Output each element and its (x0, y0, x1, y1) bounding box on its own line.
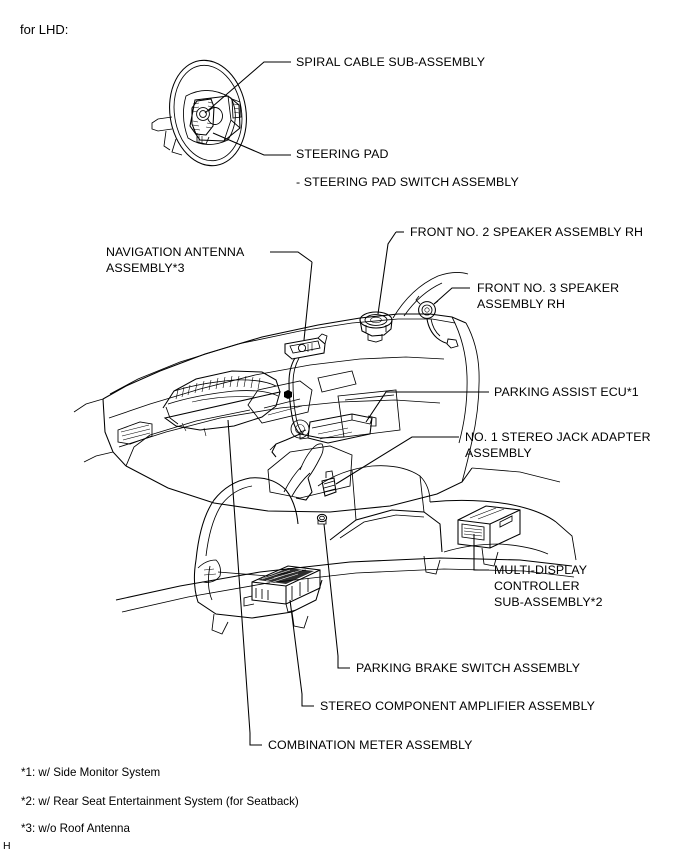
label-front-no-2-speaker-assembly-rh: FRONT NO. 2 SPEAKER ASSEMBLY RH (410, 225, 644, 239)
leader-front-no3-speaker (433, 287, 470, 305)
leader-parking-brake-switch (323, 523, 350, 669)
footnote-2: *2: w/ Rear Seat Entertainment System (f… (21, 795, 299, 808)
leader-stereo-jack-adapter (335, 436, 459, 485)
label-front-no-3-speaker-assembly-rh-line2: ASSEMBLY RH (477, 297, 566, 311)
label-navigation-antenna-assembly-line1: NAVIGATION ANTENNA (106, 245, 245, 259)
leader-stereo-amplifier (289, 599, 314, 707)
instrument-panel-illustration (73, 271, 577, 635)
stereo-amplifier-part (243, 565, 321, 613)
leader-spiral-cable (204, 61, 291, 114)
page-title: for LHD: (20, 22, 69, 37)
multi-display-controller-part (457, 505, 521, 549)
label-stereo-component-amplifier-assembly: STEREO COMPONENT AMPLIFIER ASSEMBLY (320, 699, 596, 713)
label-no-1-stereo-jack-adapter-assembly-line2: ASSEMBLY (465, 446, 532, 460)
page-mark: H (3, 840, 11, 852)
label-multi-display-controller-sub-assembly-line1: MULTI-DISPLAY (494, 563, 588, 577)
label-multi-display-controller-sub-assembly-line2: CONTROLLER (494, 579, 580, 593)
label-steering-pad-switch-assembly: - STEERING PAD SWITCH ASSEMBLY (296, 175, 519, 189)
label-parking-assist-ecu: PARKING ASSIST ECU*1 (494, 385, 639, 399)
front-no3-speaker-part (415, 295, 459, 349)
leader-multi-display-controller (473, 534, 489, 571)
leader-front-no2-speaker (377, 231, 404, 315)
label-front-no-3-speaker-assembly-rh-line1: FRONT NO. 3 SPEAKER (477, 281, 620, 295)
leader-combination-meter (227, 419, 262, 746)
front-no2-speaker-part (359, 311, 393, 343)
leader-parking-assist-ecu (365, 391, 489, 423)
label-steering-pad: STEERING PAD (296, 147, 389, 161)
stereo-jack-adapter-part (321, 470, 337, 497)
label-navigation-antenna-assembly-line2: ASSEMBLY*3 (106, 261, 185, 275)
label-spiral-cable-sub-assembly: SPIRAL CABLE SUB-ASSEMBLY (296, 55, 486, 69)
label-multi-display-controller-sub-assembly-line3: SUB-ASSEMBLY*2 (494, 595, 603, 609)
parking-assist-ecu-part (299, 413, 377, 444)
footnote-3: *3: w/o Roof Antenna (21, 822, 130, 835)
steering-wheel-illustration (151, 59, 247, 167)
label-parking-brake-switch-assembly: PARKING BRAKE SWITCH ASSEMBLY (356, 661, 581, 675)
leader-navigation-antenna (270, 251, 313, 341)
label-combination-meter-assembly: COMBINATION METER ASSEMBLY (268, 738, 473, 752)
label-no-1-stereo-jack-adapter-assembly-line1: NO. 1 STEREO JACK ADAPTER (465, 430, 651, 444)
parking-brake-switch-part (316, 513, 328, 525)
navigation-antenna-part (284, 333, 328, 360)
footnote-1: *1: w/ Side Monitor System (21, 766, 161, 779)
leader-steering-pad (212, 132, 291, 156)
